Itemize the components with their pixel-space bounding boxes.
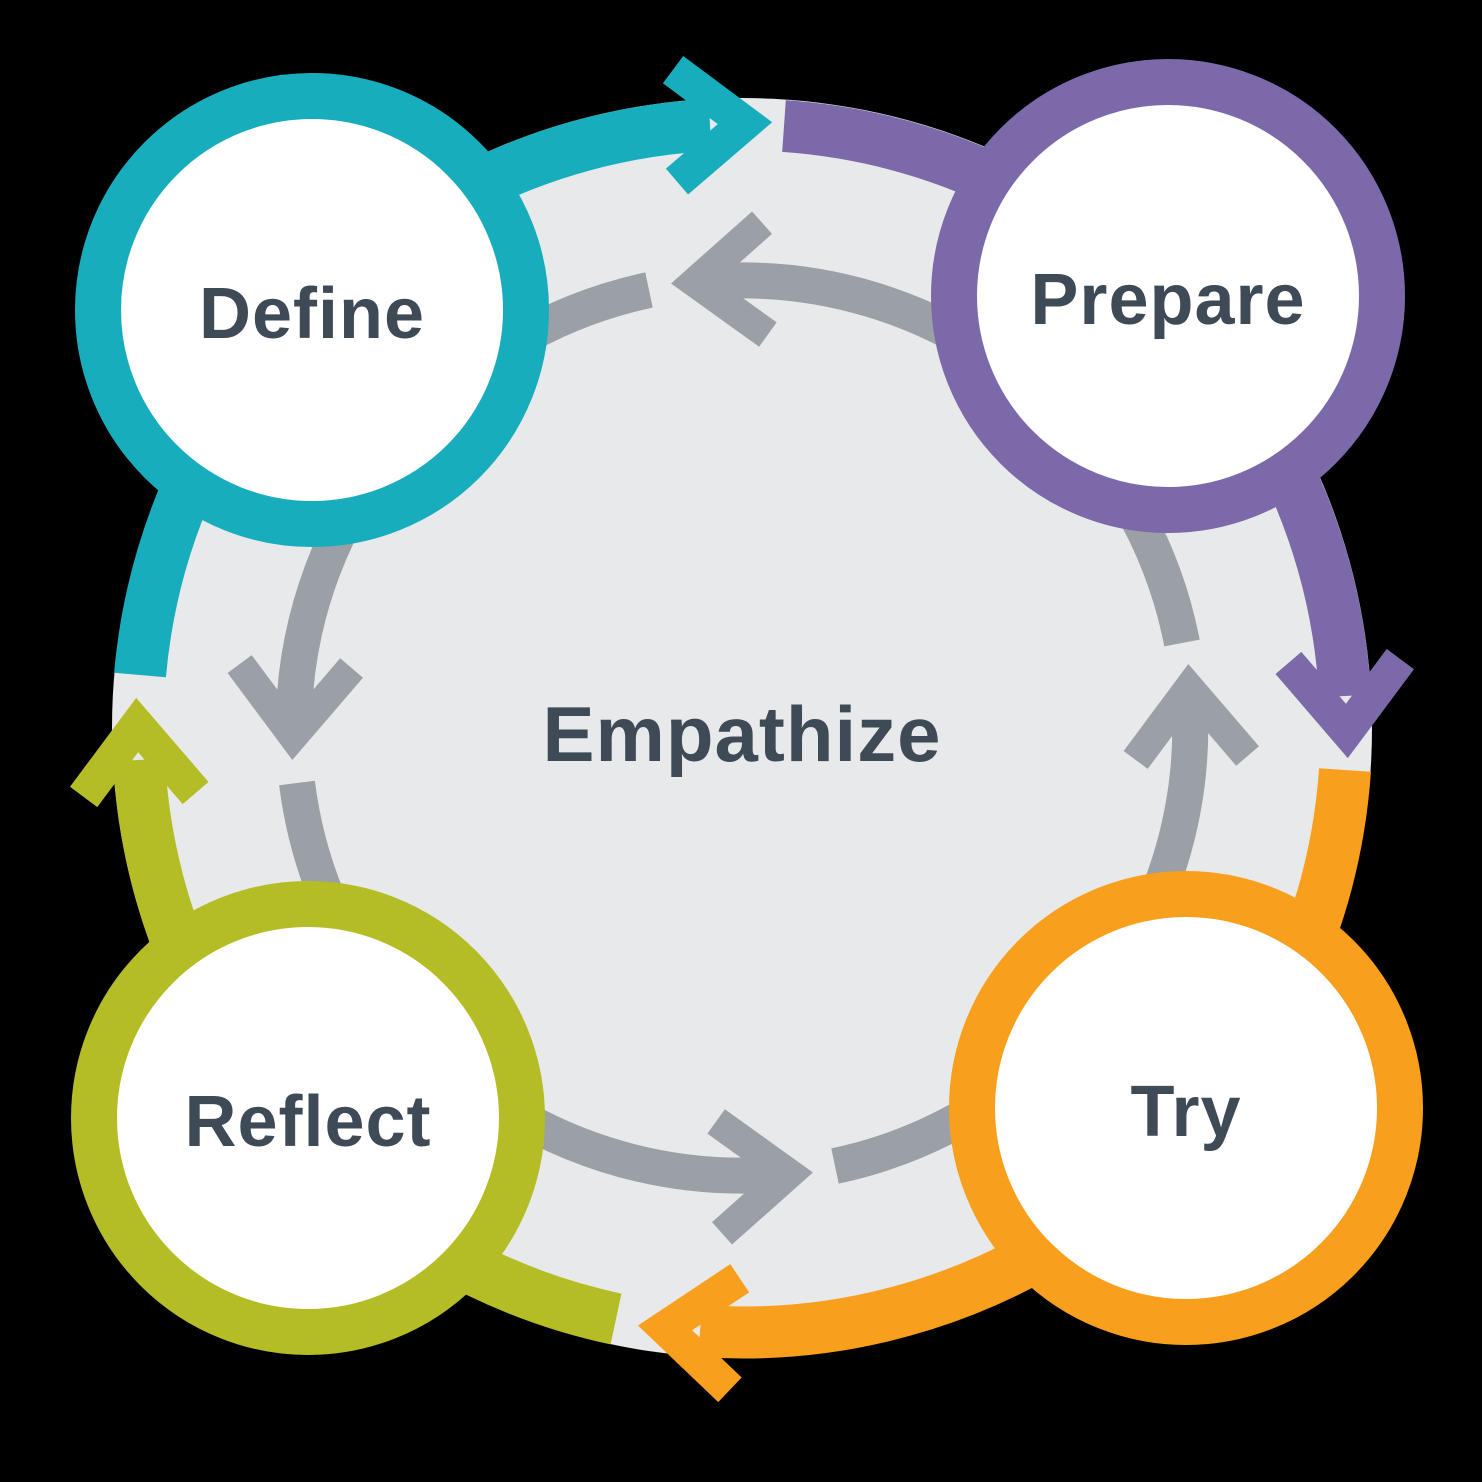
stage-label-reflect: Reflect — [184, 1082, 431, 1162]
stage-label-prepare: Prepare — [1030, 260, 1305, 340]
inner-arrow-left-icon — [671, 211, 777, 347]
prepare-circle — [931, 59, 1405, 533]
stage-prepare: Prepare — [931, 59, 1405, 533]
stage-label-define: Define — [199, 274, 425, 354]
inner-arrow-down-icon — [227, 655, 363, 760]
try-arrow-left-icon — [637, 1264, 750, 1403]
stage-label-try: Try — [1130, 1072, 1241, 1152]
define-arrow-right-icon — [662, 56, 773, 195]
stage-reflect: Reflect — [71, 881, 545, 1355]
try-circle — [949, 871, 1423, 1345]
inner-arrow-up-icon — [1123, 664, 1259, 769]
stage-try: Try — [949, 871, 1423, 1345]
define-circle — [75, 73, 549, 547]
prepare-arrow-down-icon — [1275, 648, 1414, 759]
reflect-circle — [71, 881, 545, 1355]
reflect-arrow-up-icon — [70, 697, 209, 808]
inner-arrow-right-icon — [707, 1109, 813, 1245]
center-label-empathize: Empathize — [542, 690, 941, 778]
stage-define: Define — [75, 73, 549, 547]
